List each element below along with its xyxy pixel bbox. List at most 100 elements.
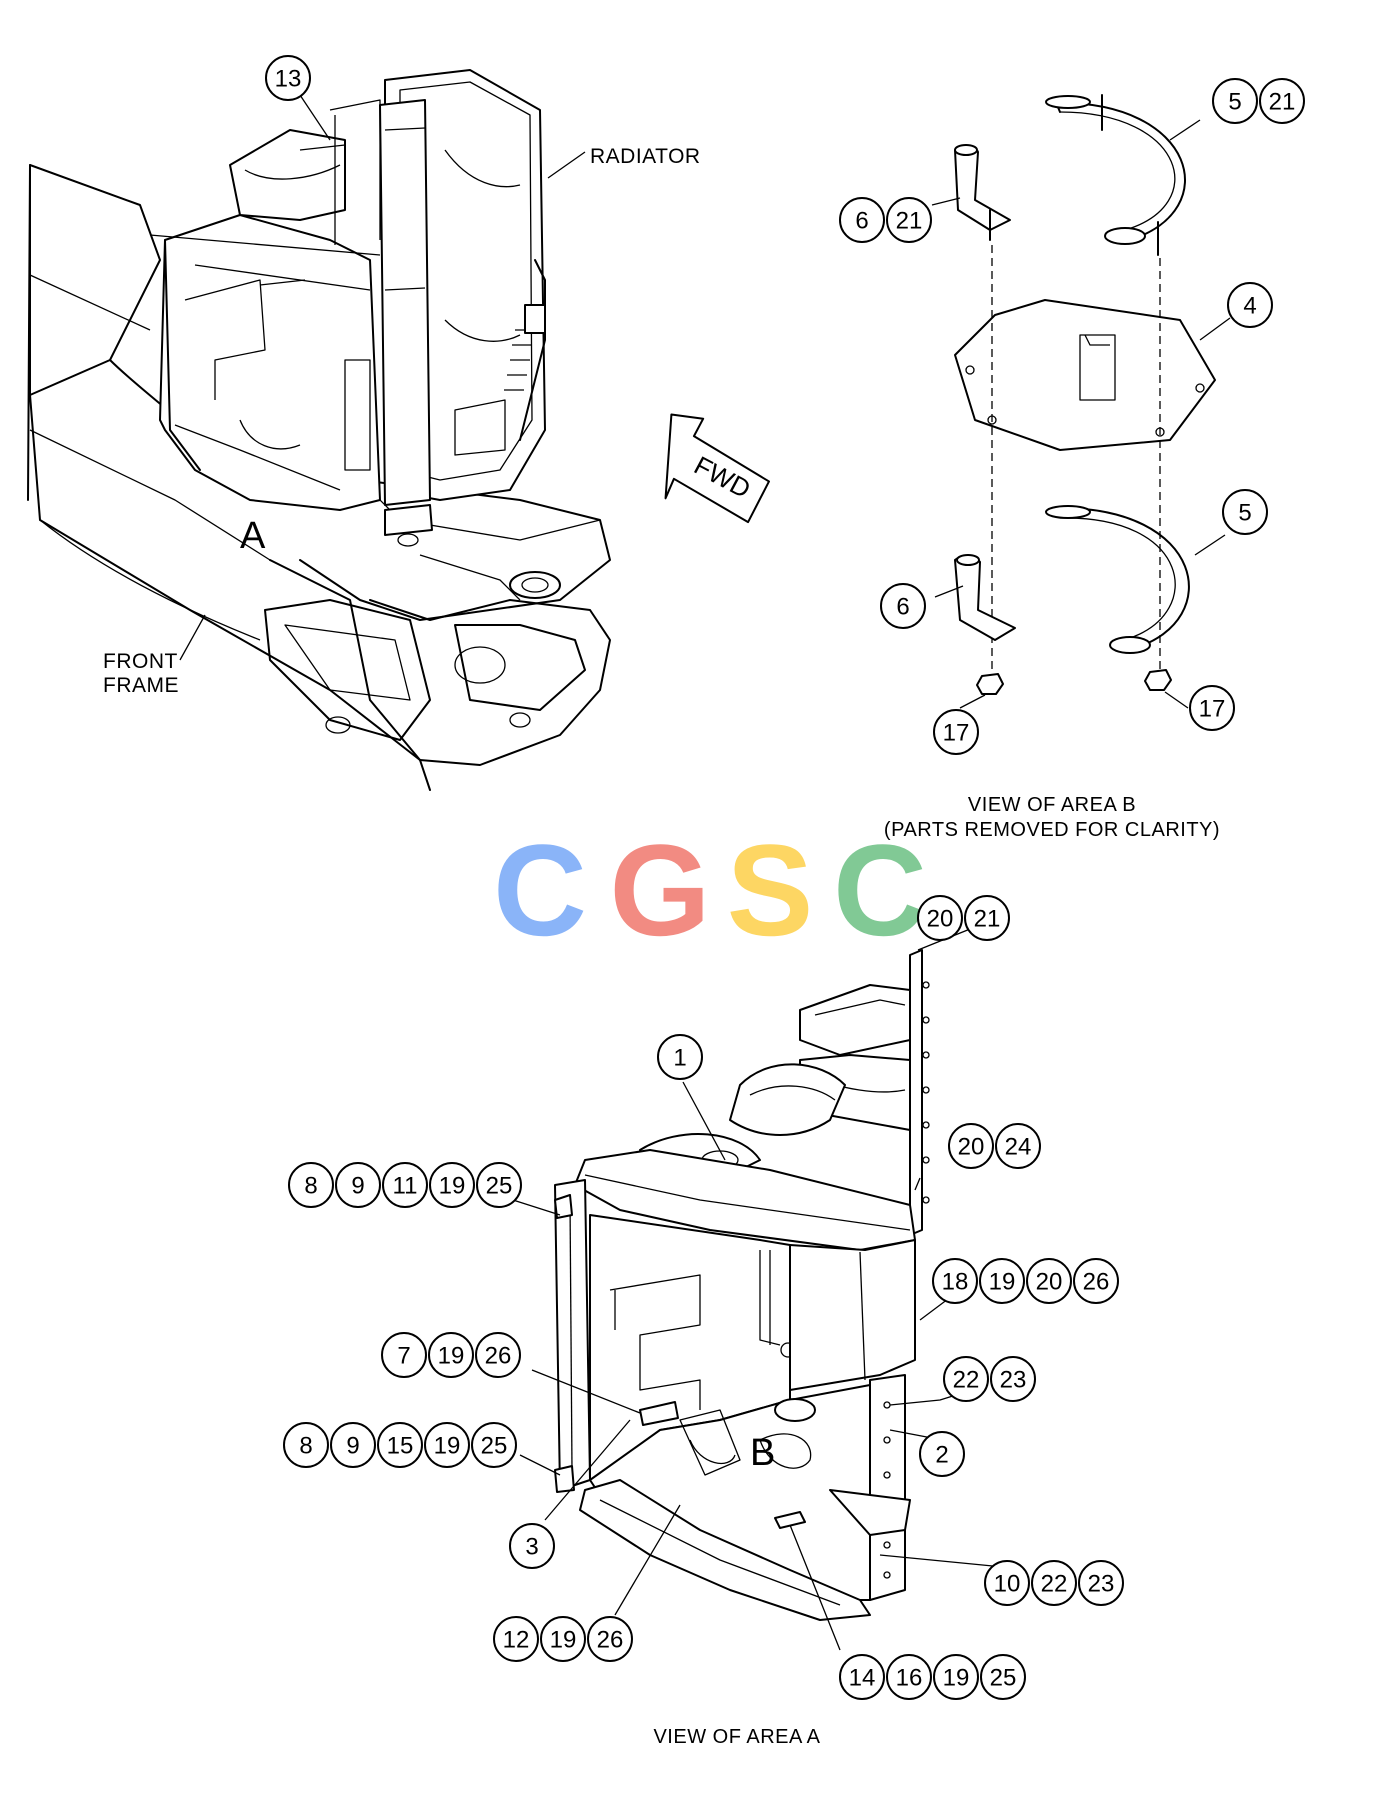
callout-circle [1227,282,1273,328]
callout-22-23: 22 23 [943,1356,1036,1402]
watermark-letter-g: G [609,817,710,963]
area-b-marker: B [750,1432,775,1474]
callout-number: 13 [275,66,302,93]
callout-number: 21 [896,208,923,235]
cgsc-watermark: C G S C [493,817,927,963]
callout-circle [948,1123,994,1169]
callout-number: 25 [990,1665,1017,1692]
callout-circle [424,1422,470,1468]
callout-number: 4 [1243,293,1256,320]
callout-number: 25 [481,1433,508,1460]
callout-circle [429,1162,475,1208]
callout-number: 19 [550,1627,577,1654]
callout-number: 18 [942,1269,969,1296]
callout-circle [1259,78,1305,124]
callout-circle [886,1654,932,1700]
callout-circle [283,1422,329,1468]
fwd-arrow-icon: FWD [664,413,770,524]
callout-circle [990,1356,1036,1402]
callout-number: 16 [896,1665,923,1692]
callout-circle [839,197,885,243]
callout-number: 23 [1000,1367,1027,1394]
callout-circle [428,1332,474,1378]
watermark-letter-s: S [727,817,814,963]
front-frame-drawing: A [27,69,611,791]
callout-circle [587,1616,633,1662]
view-a-caption: VIEW OF AREA A [653,1726,820,1748]
callout-number: 6 [896,594,909,621]
callout-number: 19 [438,1343,465,1370]
callout-circle [657,1034,703,1080]
callout-number: 20 [958,1134,985,1161]
callout-number: 15 [387,1433,414,1460]
callout-number: 17 [1199,696,1226,723]
callout-number: 3 [525,1534,538,1561]
callout-number: 12 [503,1627,530,1654]
callout-number: 20 [1036,1269,1063,1296]
area-a-shroud-view: B VIEW OF AREA A [512,924,1004,1748]
callout-number: 26 [485,1343,512,1370]
callout-number: 7 [397,1343,410,1370]
callout-circle [880,583,926,629]
callout-number: 23 [1088,1571,1115,1598]
callout-1: 1 [657,1034,703,1080]
callout-5: 5 [1222,489,1268,535]
callout-number: 21 [1269,89,1296,116]
callout-number: 2 [935,1442,948,1469]
callout-circle [932,1258,978,1304]
callout-circle [475,1332,521,1378]
callout-number: 14 [849,1665,876,1692]
callout-6-21: 6 21 [839,197,932,243]
callout-circle [265,55,311,101]
callout-circle [1222,489,1268,535]
callout-circle [919,1431,965,1477]
callout-12-19-26: 12 19 26 [493,1616,633,1662]
callout-number: 6 [855,208,868,235]
callout-number: 20 [927,906,954,933]
callout-number: 22 [1041,1571,1068,1598]
callout-circle [933,1654,979,1700]
callout-17-right: 17 [1189,685,1235,731]
callout-circle [964,895,1010,941]
callout-circle [1031,1560,1077,1606]
area-b-exploded-view: VIEW OF AREA B (PARTS REMOVED FOR CLARIT… [884,94,1231,841]
callout-circle [984,1560,1030,1606]
front-frame-label-line2: FRAME [103,674,179,697]
callout-number: 25 [486,1173,513,1200]
view-b-caption-line2: (PARTS REMOVED FOR CLARITY) [884,819,1220,841]
callout-circle [509,1523,555,1569]
radiator-label: RADIATOR [590,145,701,168]
callout-number: 22 [953,1367,980,1394]
callout-number: 26 [597,1627,624,1654]
callout-circle [288,1162,334,1208]
callout-6: 6 [880,583,926,629]
callout-circle [381,1332,427,1378]
callout-5-21: 5 21 [1212,78,1305,124]
callout-number: 21 [974,906,1001,933]
callout-4: 4 [1227,282,1273,328]
callout-circle [933,709,979,755]
callout-17-left: 17 [933,709,979,755]
callout-number: 17 [943,720,970,747]
callout-number: 9 [351,1173,364,1200]
callout-number: 19 [439,1173,466,1200]
callout-circle [995,1123,1041,1169]
callout-circle [839,1654,885,1700]
callout-number: 5 [1228,89,1241,116]
callout-circle [382,1162,428,1208]
top-left-labels: RADIATOR FRONT FRAME [103,94,701,697]
callout-circle [1026,1258,1072,1304]
callout-number: 1 [673,1045,686,1072]
callout-3: 3 [509,1523,555,1569]
view-b-caption-line1: VIEW OF AREA B [968,794,1136,816]
callout-number: 5 [1238,500,1251,527]
